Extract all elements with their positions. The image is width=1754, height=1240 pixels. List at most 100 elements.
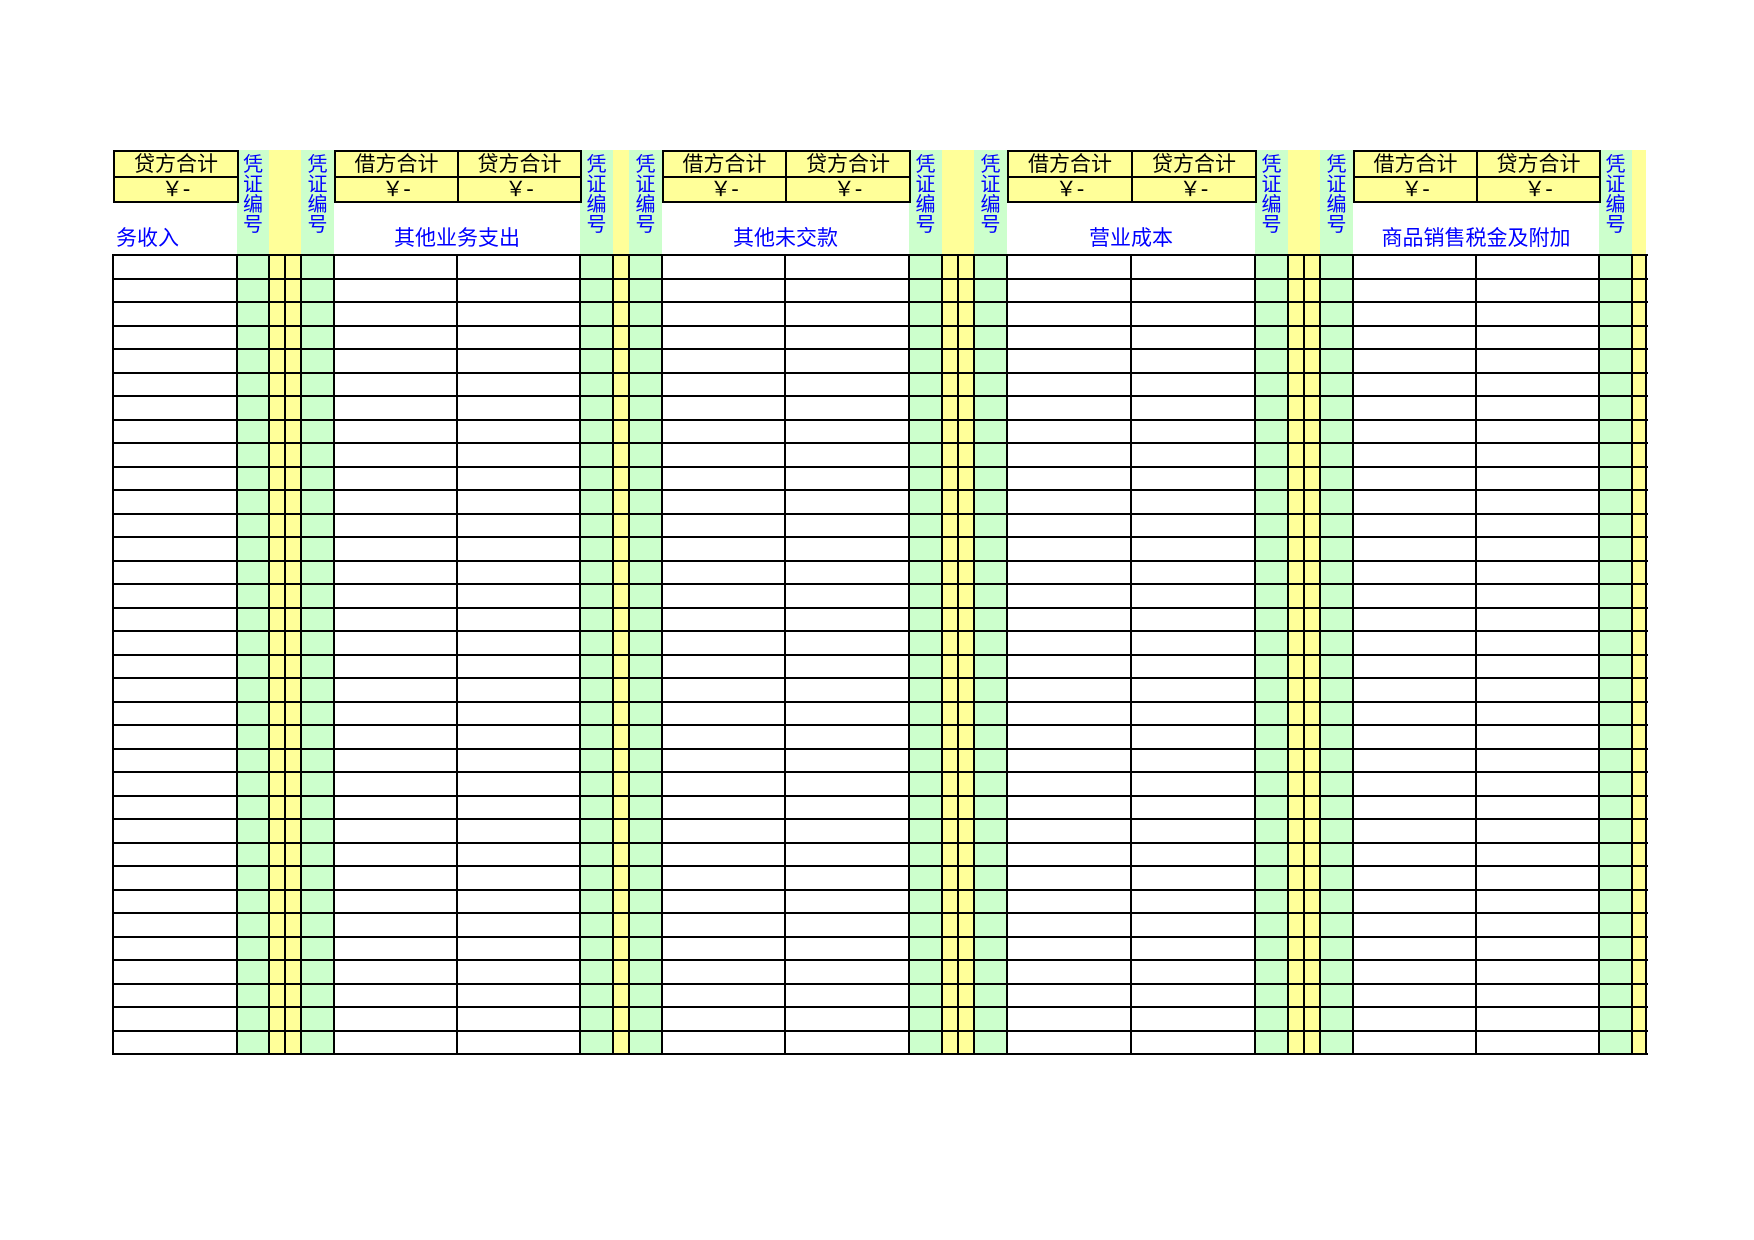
voucher-cell[interactable] [1255, 584, 1288, 608]
debit-cell[interactable] [334, 631, 457, 655]
credit-cell[interactable] [785, 913, 909, 937]
voucher-cell[interactable] [237, 420, 269, 444]
credit-cell[interactable] [457, 866, 580, 890]
credit-cell[interactable] [457, 631, 580, 655]
credit-cell[interactable] [113, 396, 237, 420]
debit-cell[interactable] [1353, 772, 1476, 796]
credit-cell[interactable] [1476, 608, 1599, 632]
credit-cell[interactable] [113, 326, 237, 350]
voucher-cell[interactable] [629, 984, 662, 1008]
voucher-cell[interactable] [237, 467, 269, 491]
voucher-cell[interactable] [1320, 537, 1353, 561]
voucher-cell[interactable] [1320, 490, 1353, 514]
voucher-cell[interactable] [974, 584, 1007, 608]
debit-cell[interactable] [662, 302, 785, 326]
credit-cell[interactable] [113, 561, 237, 585]
debit-cell[interactable] [334, 843, 457, 867]
voucher-cell[interactable] [1320, 396, 1353, 420]
credit-cell[interactable] [113, 819, 237, 843]
debit-cell[interactable] [1007, 1031, 1131, 1055]
voucher-cell[interactable] [909, 608, 942, 632]
voucher-cell[interactable] [580, 608, 613, 632]
debit-cell[interactable] [1353, 913, 1476, 937]
credit-cell[interactable] [113, 255, 237, 279]
credit-cell[interactable] [113, 702, 237, 726]
credit-cell[interactable] [1131, 373, 1255, 397]
voucher-cell[interactable] [974, 819, 1007, 843]
voucher-cell[interactable] [629, 772, 662, 796]
credit-cell[interactable] [113, 866, 237, 890]
debit-cell[interactable] [1007, 537, 1131, 561]
credit-cell[interactable] [113, 678, 237, 702]
credit-cell[interactable] [457, 678, 580, 702]
voucher-cell[interactable] [1255, 890, 1288, 914]
credit-cell[interactable] [785, 866, 909, 890]
voucher-cell[interactable] [580, 749, 613, 773]
credit-cell[interactable] [113, 913, 237, 937]
debit-cell[interactable] [662, 514, 785, 538]
credit-cell[interactable] [1476, 890, 1599, 914]
debit-cell[interactable] [334, 1007, 457, 1031]
voucher-cell[interactable] [629, 1007, 662, 1031]
voucher-cell[interactable] [580, 913, 613, 937]
credit-cell[interactable] [457, 396, 580, 420]
credit-cell[interactable] [1476, 631, 1599, 655]
credit-cell[interactable] [785, 443, 909, 467]
voucher-cell[interactable] [301, 255, 334, 279]
voucher-cell[interactable] [629, 866, 662, 890]
credit-cell[interactable] [113, 890, 237, 914]
credit-cell[interactable] [1476, 1031, 1599, 1055]
credit-cell[interactable] [1131, 819, 1255, 843]
voucher-cell[interactable] [909, 725, 942, 749]
credit-cell[interactable] [1131, 984, 1255, 1008]
voucher-cell[interactable] [974, 420, 1007, 444]
voucher-cell[interactable] [974, 302, 1007, 326]
debit-cell[interactable] [334, 373, 457, 397]
voucher-cell[interactable] [237, 584, 269, 608]
voucher-cell[interactable] [301, 749, 334, 773]
credit-cell[interactable] [113, 302, 237, 326]
credit-cell[interactable] [457, 490, 580, 514]
voucher-cell[interactable] [909, 984, 942, 1008]
credit-cell[interactable] [457, 984, 580, 1008]
voucher-cell[interactable] [909, 655, 942, 679]
voucher-cell[interactable] [1320, 514, 1353, 538]
credit-cell[interactable] [457, 302, 580, 326]
voucher-cell[interactable] [1320, 1007, 1353, 1031]
debit-cell[interactable] [1353, 631, 1476, 655]
debit-cell[interactable] [1353, 349, 1476, 373]
credit-cell[interactable] [785, 725, 909, 749]
credit-cell[interactable] [457, 255, 580, 279]
credit-cell[interactable] [113, 1031, 237, 1055]
credit-cell[interactable] [457, 349, 580, 373]
voucher-cell[interactable] [1320, 866, 1353, 890]
credit-cell[interactable] [113, 537, 237, 561]
voucher-cell[interactable] [974, 984, 1007, 1008]
debit-cell[interactable] [334, 866, 457, 890]
voucher-cell[interactable] [1599, 796, 1632, 820]
debit-cell[interactable] [334, 467, 457, 491]
voucher-cell[interactable] [1255, 537, 1288, 561]
debit-cell[interactable] [1007, 561, 1131, 585]
credit-cell[interactable] [1131, 631, 1255, 655]
debit-cell[interactable] [1007, 937, 1131, 961]
credit-cell[interactable] [1131, 843, 1255, 867]
voucher-cell[interactable] [1599, 631, 1632, 655]
voucher-cell[interactable] [237, 255, 269, 279]
credit-cell[interactable] [1476, 279, 1599, 303]
credit-cell[interactable] [785, 702, 909, 726]
voucher-cell[interactable] [974, 608, 1007, 632]
voucher-cell[interactable] [580, 420, 613, 444]
credit-cell[interactable] [1476, 537, 1599, 561]
credit-cell[interactable] [457, 443, 580, 467]
voucher-cell[interactable] [1320, 655, 1353, 679]
voucher-cell[interactable] [974, 326, 1007, 350]
credit-cell[interactable] [113, 467, 237, 491]
voucher-cell[interactable] [1599, 984, 1632, 1008]
voucher-cell[interactable] [974, 890, 1007, 914]
voucher-cell[interactable] [1320, 302, 1353, 326]
credit-cell[interactable] [1476, 420, 1599, 444]
voucher-cell[interactable] [580, 984, 613, 1008]
voucher-cell[interactable] [1255, 913, 1288, 937]
voucher-cell[interactable] [1255, 608, 1288, 632]
